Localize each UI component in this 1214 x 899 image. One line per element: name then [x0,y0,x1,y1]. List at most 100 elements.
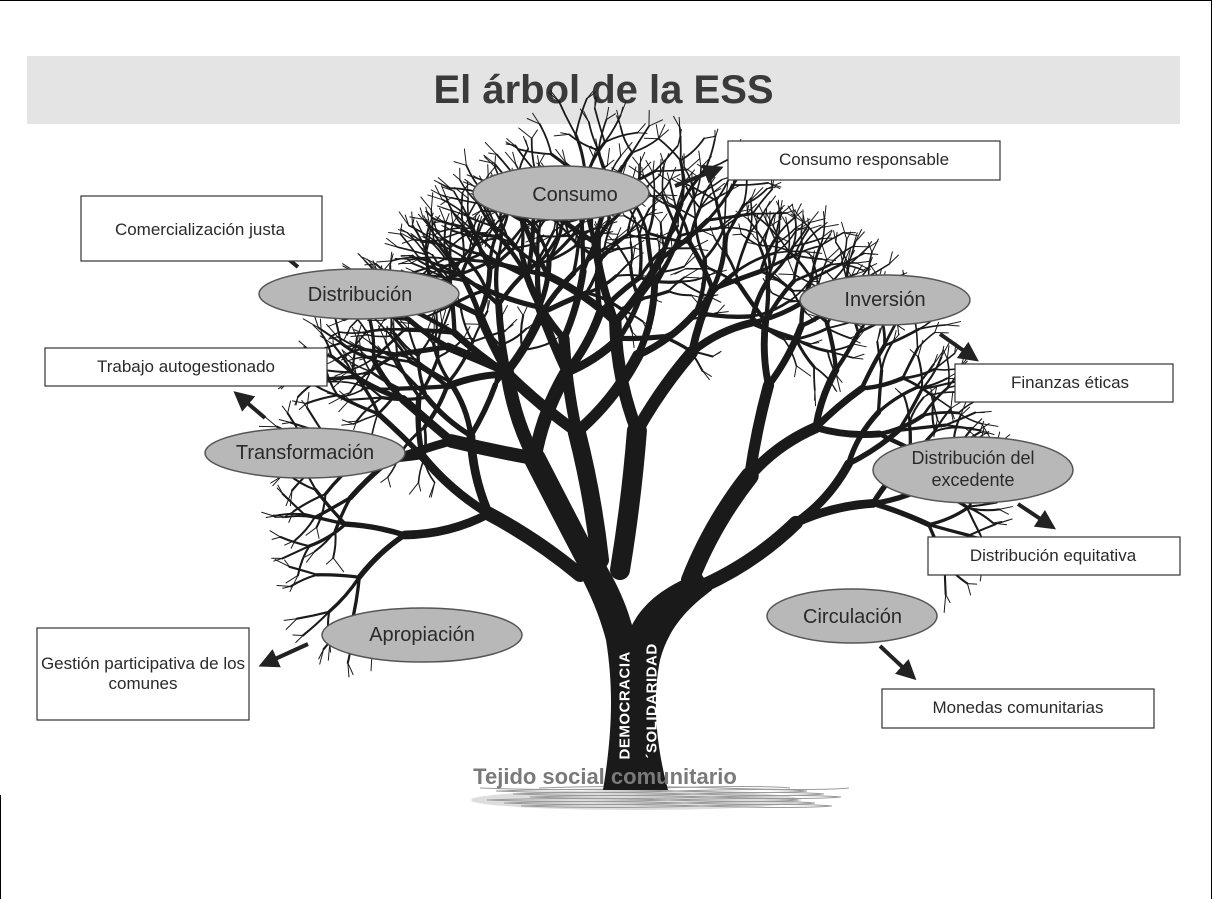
tree-twig [823,205,827,221]
tree-twig [327,319,345,328]
tree-branch [502,368,583,438]
tree-branch [492,224,524,256]
tree-branch [847,248,867,266]
tree-twig [483,154,495,164]
tree-twig [756,213,759,223]
tree-branch [708,267,741,287]
tree-twig [463,148,467,166]
tree-branch [706,212,755,222]
tree-branch [442,245,464,276]
tree-twig [945,324,960,327]
tree-branch [749,199,753,234]
tree-twig [583,110,590,123]
tree-twig [350,334,369,337]
tree-twig [855,260,870,264]
title-bar: El árbol de la ESS [27,56,1180,124]
tree-twig [616,109,622,127]
tree-twig [274,558,291,568]
tree-twig [512,151,517,166]
tree-twig [341,349,349,361]
tree-twig [728,217,736,232]
tree-twig [332,557,345,573]
tree-branch [957,412,983,425]
tree-branch [914,377,948,390]
ground-scribble [503,801,815,805]
tree-branch [441,198,469,218]
tree-twig [606,159,615,166]
tree-branch [568,133,600,152]
tree-branch [833,330,861,373]
tree-branch [367,356,399,369]
tree-twig [261,511,275,517]
tree-twig [588,147,595,158]
tree-branch [619,125,634,154]
tree-twig [681,155,685,168]
tree-branch [685,186,701,209]
tree-twig [295,635,304,643]
stage-label-circulacion: Circulación [803,606,902,628]
tree-branch [946,358,950,389]
tree-twig [276,585,292,587]
tree-branch [688,318,756,357]
tree-branch [301,610,331,637]
tree-twig [893,330,897,341]
tree-twig [306,391,310,409]
tree-branch [395,357,421,398]
tree-branch [634,308,700,359]
tree-twig [781,216,788,227]
tree-branch [691,185,718,202]
ground-scribble [520,804,832,808]
tree-twig [833,230,837,243]
tree-branch [411,256,447,261]
tree-twig [427,194,443,201]
tree-branch [498,327,528,347]
tree-twig [400,319,410,330]
tree-twig [466,174,483,181]
tree-twig [601,231,614,234]
tree-branch [920,356,943,391]
tree-twig [607,234,618,246]
tree-twig [346,327,351,336]
outcome-label-monedas-comunitarias: Monedas comunitarias [932,697,1104,717]
tree-twig [659,158,662,176]
tree-branch [698,515,803,592]
tree-twig [765,200,771,210]
tree-twig [712,351,721,357]
tree-twig [484,235,489,248]
tree-twig [462,184,469,193]
tree-branch [518,148,553,155]
tree-branch [927,506,970,527]
tree-twig [305,551,316,563]
tree-twig [319,648,325,665]
tree-twig [660,213,668,224]
tree-twig [812,250,815,262]
tree-branch [765,322,805,389]
outcome-label-trabajo-autogestionado: Trabajo autogestionado [96,356,275,376]
outcome-label-comercializacion-justa: Comercialización justa [114,219,286,239]
tree-branch [521,340,554,351]
tree-twig [298,402,307,411]
tree-branch [611,254,665,326]
tree-branch [437,321,443,359]
tree-branch [399,233,420,259]
tree-twig [942,349,948,360]
tree-branch [356,532,408,580]
outcome-box [44,347,328,387]
tree-twig [430,192,434,211]
tree-twig [439,207,447,224]
tree-twig [854,228,863,243]
tree-branch [826,350,854,359]
tree-branch [645,233,657,289]
tree-twig [778,199,783,218]
stage-label-transformacion: Transformación [235,442,375,464]
tree-twig [806,313,818,318]
tree-twig [657,173,671,182]
tree-twig [486,299,489,312]
tree-branch [400,509,494,540]
tree-branch [294,516,316,542]
tree-twig [380,476,389,483]
tree-branch [603,221,614,250]
tree-branch [610,421,647,580]
tree-twig [852,245,871,248]
